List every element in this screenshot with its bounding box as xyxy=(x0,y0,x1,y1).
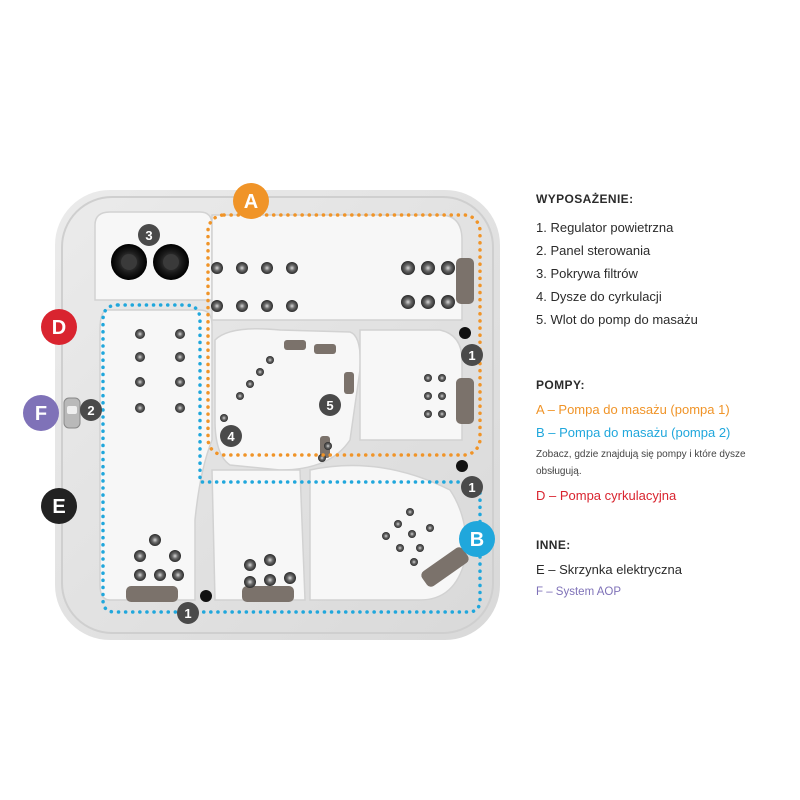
pumps-note: Zobacz, gdzie znajdują się pompy i które… xyxy=(536,449,746,477)
badge-a-label: A xyxy=(244,191,258,213)
other-section: INNE: E – Skrzynka elektryczna F – Syste… xyxy=(536,538,682,604)
badge-f-label: F xyxy=(35,403,47,425)
badge-a: A xyxy=(233,183,269,219)
pumps-title: POMPY: xyxy=(536,378,585,392)
number-badge-4: 4 xyxy=(220,425,242,447)
number-badge-1-right-bottom: 1 xyxy=(461,476,483,498)
equipment-item: 3. Pokrywa filtrów xyxy=(536,266,638,281)
air-controls xyxy=(200,327,471,602)
equipment-item: 4. Dysze do cyrkulacji xyxy=(536,289,662,304)
number-badge-5: 5 xyxy=(319,394,341,416)
pump-a-zone xyxy=(206,213,482,457)
pump-d-label: D – Pompa cyrkulacyjna xyxy=(536,488,677,503)
number-badge-1-label: 1 xyxy=(184,606,191,621)
equipment-section: WYPOSAŻENIE: 1. Regulator powietrzna 2. … xyxy=(536,192,698,331)
badge-f: F xyxy=(23,395,59,431)
aop-device xyxy=(63,397,81,429)
equipment-title: WYPOSAŻENIE: xyxy=(536,192,634,206)
number-badge-3: 3 xyxy=(138,224,160,246)
badge-d: D xyxy=(41,309,77,345)
pump-b-label: B – Pompa do masażu (pompa 2) xyxy=(536,425,731,440)
badge-e: E xyxy=(41,488,77,524)
headrests xyxy=(126,258,474,602)
number-badge-4-label: 4 xyxy=(227,429,235,444)
badge-b: B xyxy=(459,521,495,557)
badge-e-label: E xyxy=(52,496,65,518)
badge-d-label: D xyxy=(52,317,66,339)
pumps-section: POMPY: A – Pompa do masażu (pompa 1) B –… xyxy=(536,378,786,507)
number-badge-1-right-top: 1 xyxy=(461,344,483,366)
aop-system-label: F – System AOP xyxy=(536,586,621,598)
number-badge-1-label: 1 xyxy=(468,348,475,363)
other-title: INNE: xyxy=(536,538,571,552)
badge-b-label: B xyxy=(470,529,484,551)
equipment-item: 5. Wlot do pomp do masażu xyxy=(536,312,698,327)
jets xyxy=(134,261,455,588)
number-badge-2: 2 xyxy=(80,399,102,421)
equipment-item: 1. Regulator powietrzna xyxy=(536,220,674,235)
number-badge-5-label: 5 xyxy=(326,398,333,413)
pump-a-label: A – Pompa do masażu (pompa 1) xyxy=(536,402,730,417)
pump-b-zone xyxy=(101,303,482,614)
number-badge-1-label: 1 xyxy=(468,480,475,495)
equipment-item: 2. Panel sterowania xyxy=(536,243,651,258)
number-badge-1-bottom: 1 xyxy=(177,602,199,624)
electric-box-label: E – Skrzynka elektryczna xyxy=(536,562,682,577)
spa-seats xyxy=(94,211,467,601)
filter-covers xyxy=(111,244,189,280)
number-badge-2-label: 2 xyxy=(87,403,94,418)
number-badge-3-label: 3 xyxy=(145,228,152,243)
